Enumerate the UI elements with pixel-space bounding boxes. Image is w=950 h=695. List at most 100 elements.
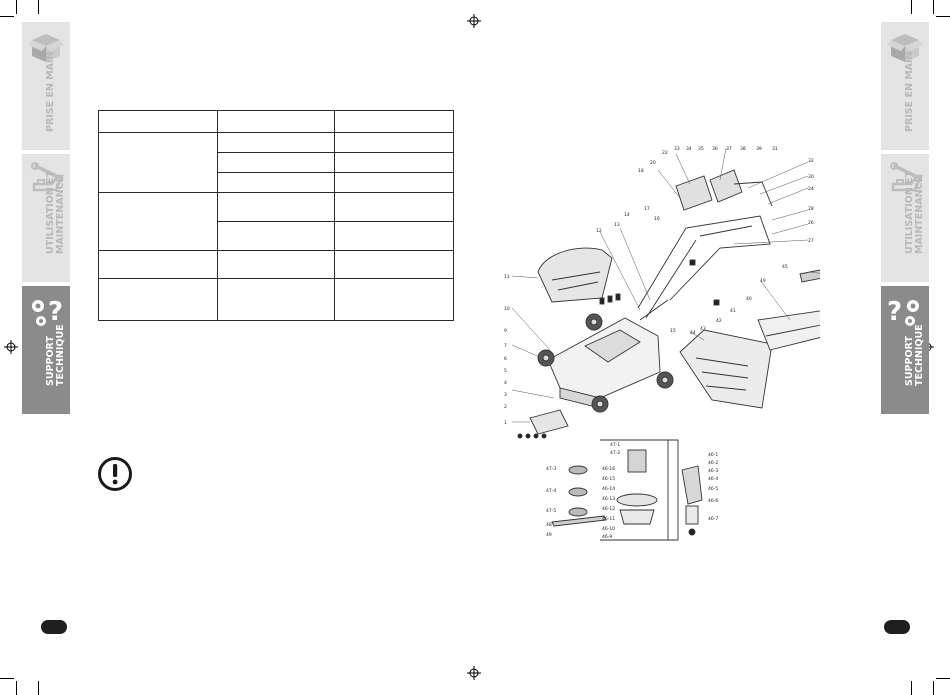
table-cell (98, 110, 218, 133)
table-cell (217, 132, 335, 153)
tab-prise-en-main[interactable]: PRISE EN MAIN (22, 22, 70, 152)
svg-text:19: 19 (760, 278, 766, 284)
svg-text:47-4: 47-4 (546, 488, 556, 494)
registration-mark-icon (4, 340, 18, 354)
svg-text:48: 48 (546, 522, 552, 528)
tab-support-technique[interactable]: ? SUPPORT TECHNIQUE (22, 286, 70, 416)
table-cell (217, 250, 335, 279)
crop-mark (911, 0, 912, 14)
svg-text:5: 5 (504, 368, 507, 374)
tab-label: UTILISATION ET MAINTENANCE (904, 170, 925, 254)
svg-text:34: 34 (686, 146, 692, 152)
svg-text:6: 6 (504, 356, 507, 362)
svg-text:41: 41 (730, 308, 736, 314)
svg-text:38: 38 (740, 146, 746, 152)
tab-label: PRISE EN MAIN (904, 51, 915, 133)
table-cell (217, 110, 335, 133)
svg-text:49: 49 (546, 532, 552, 538)
svg-text:47-5: 47-5 (546, 508, 556, 514)
svg-text:43: 43 (700, 326, 706, 332)
box-icon (887, 34, 923, 62)
tab-label: SUPPORT TECHNIQUE (904, 324, 925, 386)
svg-text:?: ? (887, 297, 902, 327)
svg-text:36: 36 (712, 146, 718, 152)
tab-label: PRISE EN MAIN (45, 51, 56, 133)
crop-mark (911, 681, 912, 695)
crop-mark (38, 0, 39, 14)
table-cell (217, 192, 335, 222)
table-cell (98, 132, 218, 193)
svg-text:18: 18 (638, 168, 644, 174)
table-cell (334, 250, 454, 279)
svg-text:46-16: 46-16 (602, 466, 615, 472)
svg-text:35: 35 (698, 146, 704, 152)
svg-text:31: 31 (772, 146, 778, 152)
svg-text:1: 1 (504, 420, 507, 426)
svg-text:9: 9 (504, 328, 507, 334)
svg-text:4: 4 (504, 380, 507, 386)
spec-table (98, 110, 454, 321)
crop-mark (16, 0, 17, 14)
tab-support-technique[interactable]: ? SUPPORT TECHNIQUE (881, 286, 929, 416)
svg-text:3: 3 (504, 392, 507, 398)
svg-text:17: 17 (644, 206, 650, 212)
table-cell (334, 192, 454, 222)
table-cell (334, 221, 454, 251)
svg-text:46-15: 46-15 (602, 476, 615, 482)
table-cell (98, 250, 218, 279)
crop-mark (38, 681, 39, 695)
table-cell (217, 221, 335, 251)
svg-text:47-2: 47-2 (610, 450, 620, 456)
crop-mark (936, 16, 950, 17)
table-cell (217, 172, 335, 193)
crop-mark (936, 678, 950, 679)
sidebar-right: PRISE EN MAIN UTILISATION ET MAINTENANCE… (881, 22, 929, 416)
svg-text:46-11: 46-11 (602, 516, 615, 522)
crop-mark (933, 0, 934, 14)
svg-text:11: 11 (504, 274, 510, 280)
svg-text:28: 28 (808, 206, 814, 212)
table-cell (98, 192, 218, 251)
svg-text:47-3: 47-3 (546, 466, 556, 472)
crop-mark (16, 681, 17, 695)
tab-utilisation-maintenance[interactable]: UTILISATION ET MAINTENANCE (22, 154, 70, 284)
svg-text:22: 22 (662, 150, 668, 156)
table-cell (334, 110, 454, 133)
svg-text:46-7: 46-7 (708, 516, 718, 522)
svg-text:2: 2 (504, 404, 507, 410)
oil-can-wrench-icon (890, 162, 923, 192)
gears-question-icon: ? (887, 297, 919, 327)
svg-text:46-5: 46-5 (708, 486, 718, 492)
svg-text:12: 12 (596, 228, 602, 234)
svg-text:33: 33 (674, 146, 680, 152)
svg-text:16: 16 (654, 216, 660, 222)
sidebar-left: PRISE EN MAIN UTILISATION ET MAINTENANCE… (22, 22, 70, 416)
svg-text:46-2: 46-2 (708, 460, 718, 466)
table-cell (334, 172, 454, 193)
svg-text:39: 39 (756, 146, 762, 152)
crop-mark (0, 16, 14, 17)
box-icon (28, 34, 64, 62)
svg-text:46-3: 46-3 (708, 468, 718, 474)
svg-text:7: 7 (504, 343, 507, 349)
gears-question-icon: ? (32, 297, 63, 327)
svg-text:46-4: 46-4 (708, 476, 718, 482)
tab-utilisation-maintenance[interactable]: UTILISATION ET MAINTENANCE (881, 154, 929, 284)
svg-text:46-14: 46-14 (602, 486, 615, 492)
tab-prise-en-main[interactable]: PRISE EN MAIN (881, 22, 929, 152)
svg-text:10: 10 (504, 306, 510, 312)
crop-mark (0, 678, 14, 679)
svg-text:47-1: 47-1 (610, 442, 620, 448)
svg-text:37: 37 (726, 146, 732, 152)
svg-text:15: 15 (670, 328, 676, 334)
svg-text:46-6: 46-6 (708, 498, 718, 504)
svg-text:44: 44 (690, 330, 696, 336)
svg-text:13: 13 (614, 222, 620, 228)
registration-mark-icon (467, 14, 481, 28)
table-cell (217, 278, 335, 321)
tab-label: UTILISATION ET MAINTENANCE (45, 170, 66, 254)
table-cell (98, 278, 218, 321)
svg-text:26: 26 (808, 220, 814, 226)
table-cell (334, 152, 454, 173)
